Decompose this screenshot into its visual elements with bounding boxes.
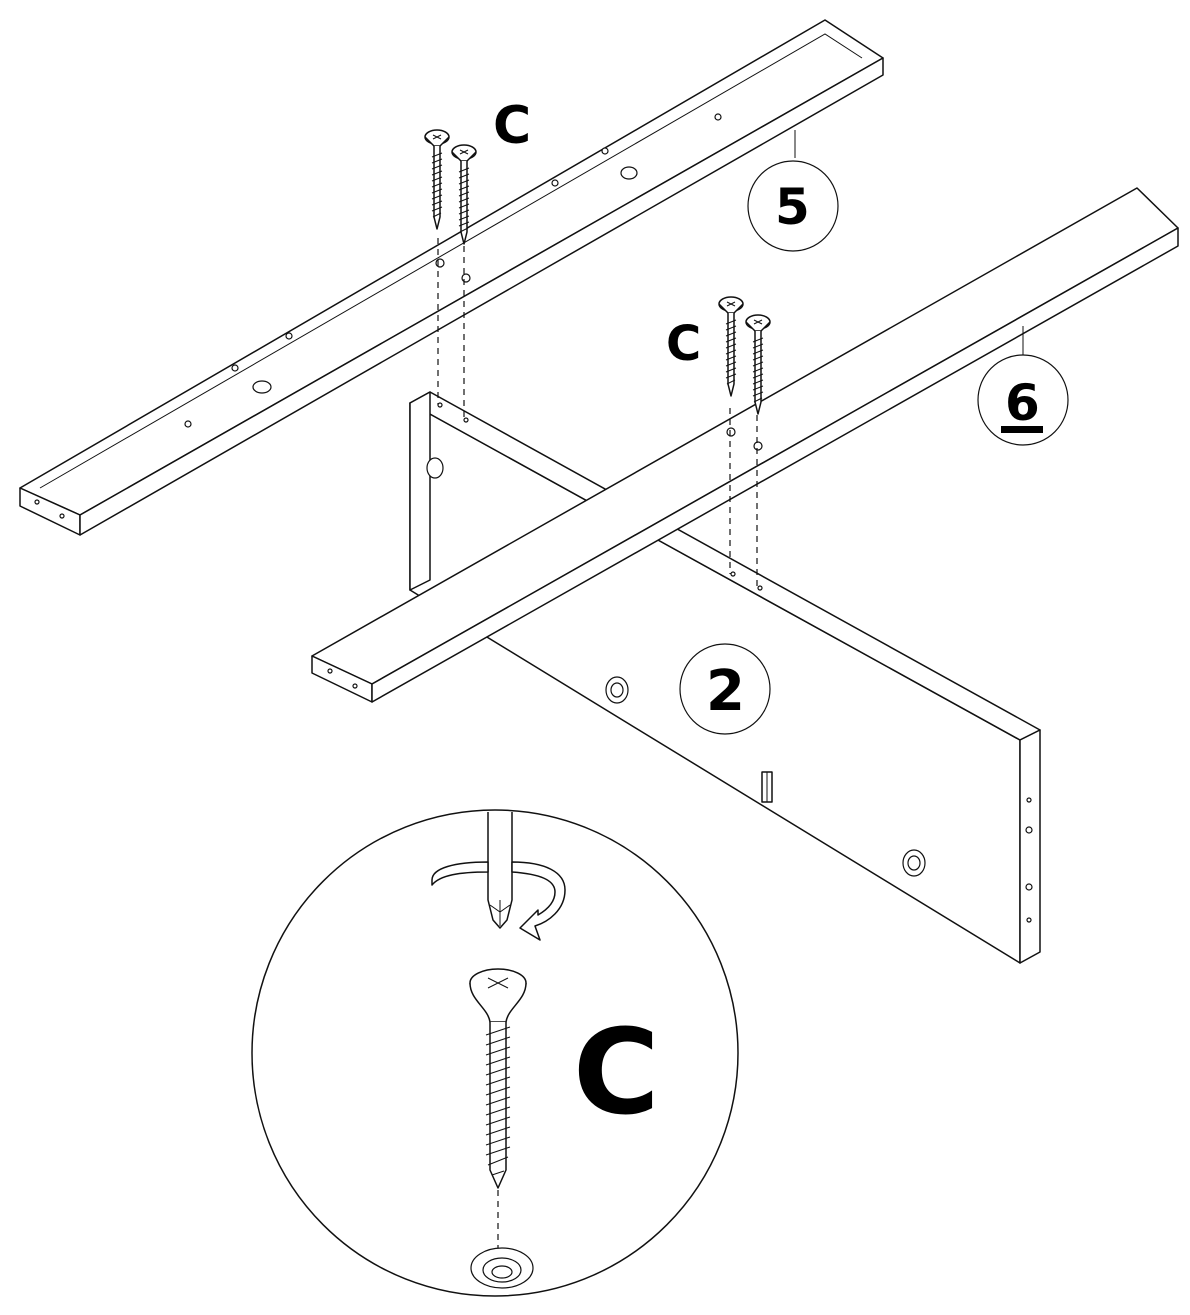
part-2-badge xyxy=(679,643,771,735)
screws-middle xyxy=(718,296,771,415)
part-2-number: 2 xyxy=(706,659,745,724)
alignment-lines xyxy=(437,238,758,588)
detail-screw-icon xyxy=(469,968,527,1189)
part-5-badge xyxy=(747,160,839,252)
detail-circle xyxy=(251,809,739,1297)
screw-label-detail: C xyxy=(573,1003,660,1141)
screwdriver-icon xyxy=(487,812,513,929)
countersunk-hole xyxy=(470,1247,534,1289)
part-6-badge xyxy=(977,354,1069,446)
part-5-number: 5 xyxy=(775,178,810,236)
part-6-board xyxy=(311,187,1179,703)
part-5-board xyxy=(19,19,884,536)
screw-label-middle: C xyxy=(666,316,701,372)
screw-label-top-left: C xyxy=(493,96,531,156)
part-6-number: 6 xyxy=(1005,374,1040,432)
rotation-arrow-icon xyxy=(431,861,566,941)
part-6-underline xyxy=(1001,426,1043,433)
